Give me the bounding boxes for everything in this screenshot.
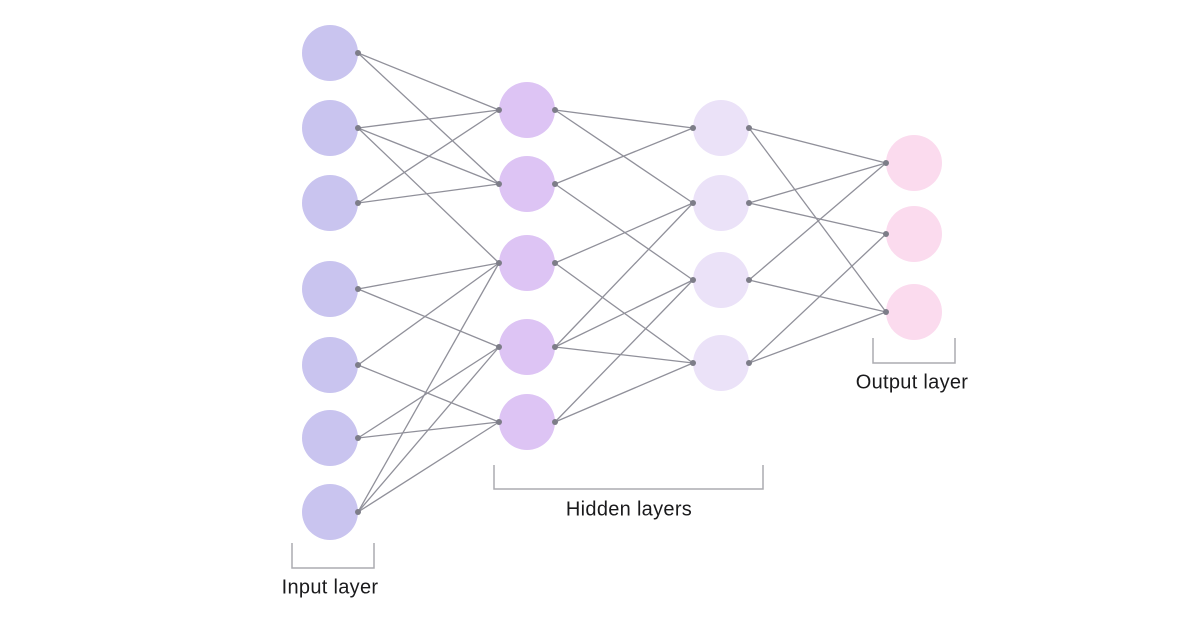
connection-line	[554, 279, 694, 423]
output-layer-label: Output layer	[855, 371, 969, 394]
bracket	[291, 543, 375, 569]
hidden-layers-label: Hidden layers	[565, 498, 693, 521]
connection-dots	[355, 50, 889, 515]
connection-line	[357, 364, 500, 423]
connection-dot	[746, 125, 752, 131]
connection-line	[357, 262, 500, 513]
connection-line	[357, 288, 500, 348]
connection-line	[554, 202, 694, 264]
connection-dot	[355, 50, 361, 56]
input-neuron-node	[302, 410, 358, 466]
connection-dot	[552, 419, 558, 425]
neuron-nodes	[302, 25, 942, 540]
hidden1-neuron-node	[499, 82, 555, 138]
connection-dot	[496, 260, 502, 266]
connection-dot	[552, 344, 558, 350]
connection-line	[357, 262, 500, 290]
hidden1-neuron-node	[499, 235, 555, 291]
hidden1-neuron-node	[499, 319, 555, 375]
connection-line	[748, 162, 887, 204]
connection-line	[748, 127, 887, 313]
connection-line	[554, 362, 694, 423]
bracket	[872, 338, 956, 364]
connection-line	[357, 109, 500, 204]
layer-brackets	[291, 338, 956, 569]
hidden2-neuron-node	[693, 175, 749, 231]
output-neuron-node	[886, 206, 942, 262]
connection-dot	[355, 509, 361, 515]
connection-line	[357, 262, 500, 366]
bracket	[493, 465, 764, 490]
connection-line	[554, 202, 694, 348]
connection-dot	[496, 181, 502, 187]
input-neuron-node	[302, 175, 358, 231]
hidden2-neuron-node	[693, 335, 749, 391]
connection-dot	[746, 360, 752, 366]
connection-dot	[496, 419, 502, 425]
connection-dot	[552, 181, 558, 187]
connection-lines	[357, 52, 887, 513]
connection-dot	[355, 286, 361, 292]
connection-line	[357, 183, 500, 204]
output-neuron-node	[886, 284, 942, 340]
connection-line	[748, 311, 887, 364]
connection-dot	[746, 277, 752, 283]
connection-dot	[355, 435, 361, 441]
connection-dot	[355, 125, 361, 131]
connection-line	[554, 346, 694, 364]
connection-dot	[355, 362, 361, 368]
connection-dot	[496, 344, 502, 350]
connection-line	[748, 162, 887, 281]
connection-line	[748, 202, 887, 235]
connection-dot	[552, 107, 558, 113]
connection-line	[748, 233, 887, 364]
hidden1-neuron-node	[499, 394, 555, 450]
hidden2-neuron-node	[693, 100, 749, 156]
connection-dot	[355, 200, 361, 206]
connection-dot	[883, 160, 889, 166]
connection-line	[357, 421, 500, 513]
connection-dot	[746, 200, 752, 206]
input-neuron-node	[302, 25, 358, 81]
connection-dot	[552, 260, 558, 266]
hidden2-neuron-node	[693, 252, 749, 308]
connection-line	[357, 52, 500, 111]
connection-line	[554, 279, 694, 348]
connection-dot	[883, 231, 889, 237]
connection-line	[357, 346, 500, 439]
connection-line	[748, 127, 887, 164]
connection-dot	[690, 360, 696, 366]
input-neuron-node	[302, 337, 358, 393]
connection-line	[357, 109, 500, 129]
connection-line	[748, 279, 887, 313]
connection-dot	[496, 107, 502, 113]
input-layer-label: Input layer	[281, 576, 379, 599]
connection-line	[554, 183, 694, 281]
connection-line	[554, 109, 694, 129]
input-neuron-node	[302, 484, 358, 540]
input-neuron-node	[302, 100, 358, 156]
connection-line	[357, 127, 500, 264]
connection-line	[554, 127, 694, 185]
connection-line	[357, 346, 500, 513]
connection-dot	[883, 309, 889, 315]
connection-dot	[690, 200, 696, 206]
hidden1-neuron-node	[499, 156, 555, 212]
output-neuron-node	[886, 135, 942, 191]
input-neuron-node	[302, 261, 358, 317]
connection-dot	[690, 277, 696, 283]
connection-dot	[690, 125, 696, 131]
